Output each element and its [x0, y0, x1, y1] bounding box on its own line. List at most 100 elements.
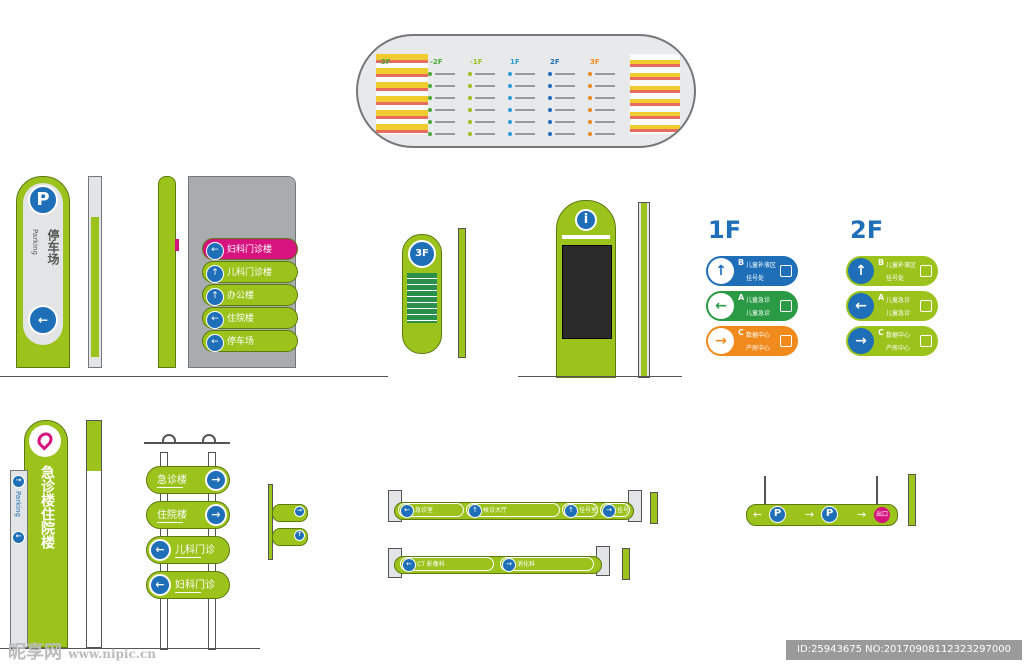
- pole-sign-item[interactable]: →住院楼: [146, 501, 230, 529]
- emergency-sign: 急诊楼住院楼: [24, 420, 68, 648]
- hanging-sign-2-side: [622, 548, 630, 580]
- parking-arrow-icon: ←: [28, 305, 58, 335]
- building-directory-item[interactable]: ←住院楼: [202, 307, 298, 329]
- pole-sign-item[interactable]: ←妇科门诊: [146, 571, 230, 599]
- parking-sign-side: [88, 176, 102, 368]
- emergency-subtitle: Parking: [14, 491, 22, 517]
- pole-sign-underline: [157, 487, 183, 488]
- directory-line: [555, 85, 575, 87]
- directory-line: [475, 121, 495, 123]
- pole-sign-arrow-icon: →: [205, 469, 227, 491]
- directory-line: [595, 133, 615, 135]
- directory-dot: [588, 84, 592, 88]
- directory-dot: [468, 96, 472, 100]
- directory-dot: [508, 108, 512, 112]
- building-directory-arrow-icon: ↑: [206, 288, 224, 306]
- floor-guide-facility-icon: [780, 335, 792, 347]
- pole-sign-label: 儿科门诊: [175, 545, 215, 556]
- pole-sign-item[interactable]: →急诊楼: [146, 466, 230, 494]
- hanging-sign-2-label: CT 影像科: [417, 561, 445, 568]
- hanging-sign-1-label: 急诊室: [415, 507, 434, 514]
- directory-line: [475, 133, 495, 135]
- floor-guide-line2: 产房中心: [886, 345, 911, 352]
- directory-floor-label: -1F: [470, 58, 483, 66]
- floor-sign: 3F: [402, 234, 442, 354]
- floor-guide-arrow-icon: →: [708, 328, 734, 354]
- directory-line: [555, 133, 575, 135]
- floor-guide-facility-icon: [920, 265, 932, 277]
- building-directory-item[interactable]: ←停车场: [202, 330, 298, 352]
- building-directory-arrow-icon: ↑: [206, 265, 224, 283]
- directory-line: [555, 121, 575, 123]
- floor-guide-line2: 儿童急诊: [886, 310, 911, 317]
- directory-dot: [508, 120, 512, 124]
- hanging-sign-2-segment: →消化科: [500, 557, 594, 572]
- directory-dot: [428, 96, 432, 100]
- floor-guide-line1: 儿童补液区: [886, 262, 917, 269]
- directory-line: [515, 97, 535, 99]
- directory-dot: [508, 72, 512, 76]
- building-directory-label: 停车场: [227, 337, 255, 347]
- pole-sign-item[interactable]: ←儿科门诊: [146, 536, 230, 564]
- directory-floor-label: 2F: [550, 58, 560, 66]
- floor-guide-letter: C: [878, 328, 884, 337]
- hanging-sign-1-segment: ↑挂号室: [562, 503, 598, 518]
- directory-dot: [548, 108, 552, 112]
- hanging-sign-1-label: 挂号: [617, 507, 630, 514]
- building-directory-item[interactable]: ↑办公楼: [202, 284, 298, 306]
- directory-dot: [428, 120, 432, 124]
- parking-hanging-arrow-left: ←: [753, 508, 763, 521]
- pole-sign-underline: [157, 522, 183, 523]
- directory-line: [435, 73, 455, 75]
- directory-line: [555, 109, 575, 111]
- emergency-side: [86, 420, 102, 648]
- wall-sign-small: → ↑: [268, 484, 308, 564]
- parking-hanging-arrow-right: →: [805, 508, 815, 521]
- directory-line: [595, 73, 615, 75]
- directory-dot: [548, 120, 552, 124]
- pole-sign-underline: [175, 557, 201, 558]
- directory-line: [595, 121, 615, 123]
- emergency-arrow2-icon: ←: [12, 531, 25, 544]
- directory-line: [435, 121, 455, 123]
- floor-guide-letter: C: [738, 328, 744, 337]
- directory-dot: [468, 120, 472, 124]
- building-directory-item[interactable]: ←妇科门诊楼: [202, 238, 298, 260]
- floor-guide-facility-icon: [920, 335, 932, 347]
- watermark-id: ID:25943675 NO:20170908112323297000: [786, 640, 1022, 660]
- building-directory-side: [158, 176, 179, 368]
- hanging-sign-1-segment: ↑候诊大厅: [466, 503, 560, 518]
- floor-guide-arrow-icon: →: [848, 328, 874, 354]
- watermark-logo: 昵享网 www.nipic.cn: [8, 638, 156, 664]
- floor-guide-line1: 儿童急诊: [886, 297, 911, 304]
- directory-dot: [588, 72, 592, 76]
- exit-badge: 出口: [874, 507, 890, 523]
- directory-dot: [548, 84, 552, 88]
- directory-dot: [548, 96, 552, 100]
- hanging-sign-2-segment: ←CT 影像科: [400, 557, 494, 572]
- emergency-arrow-icon: →: [12, 475, 25, 488]
- floor-guide-1f-title: 1F: [708, 216, 742, 244]
- directory-line: [515, 133, 535, 135]
- directory-dot: [508, 96, 512, 100]
- directory-line: [475, 73, 495, 75]
- directory-dot: [468, 84, 472, 88]
- directory-dot: [508, 132, 512, 136]
- building-directory-arrow-icon: ←: [206, 311, 224, 329]
- floor-guide-line1: 数据中心: [746, 332, 771, 339]
- directory-dot: [468, 108, 472, 112]
- directory-dot: [588, 132, 592, 136]
- pole-sign-top: [144, 434, 230, 446]
- building-directory-arrow-icon: ←: [206, 334, 224, 352]
- building-directory-item[interactable]: ↑儿科门诊楼: [202, 261, 298, 283]
- directory-dot: [468, 132, 472, 136]
- floor-guide-facility-icon: [780, 265, 792, 277]
- floor-guide-letter: A: [738, 293, 745, 302]
- floor-guide-arrow-icon: ↑: [848, 258, 874, 284]
- hanging-sign-1-label: 挂号室: [579, 507, 598, 514]
- parking-sign: P 停车场 Parking ←: [16, 176, 70, 368]
